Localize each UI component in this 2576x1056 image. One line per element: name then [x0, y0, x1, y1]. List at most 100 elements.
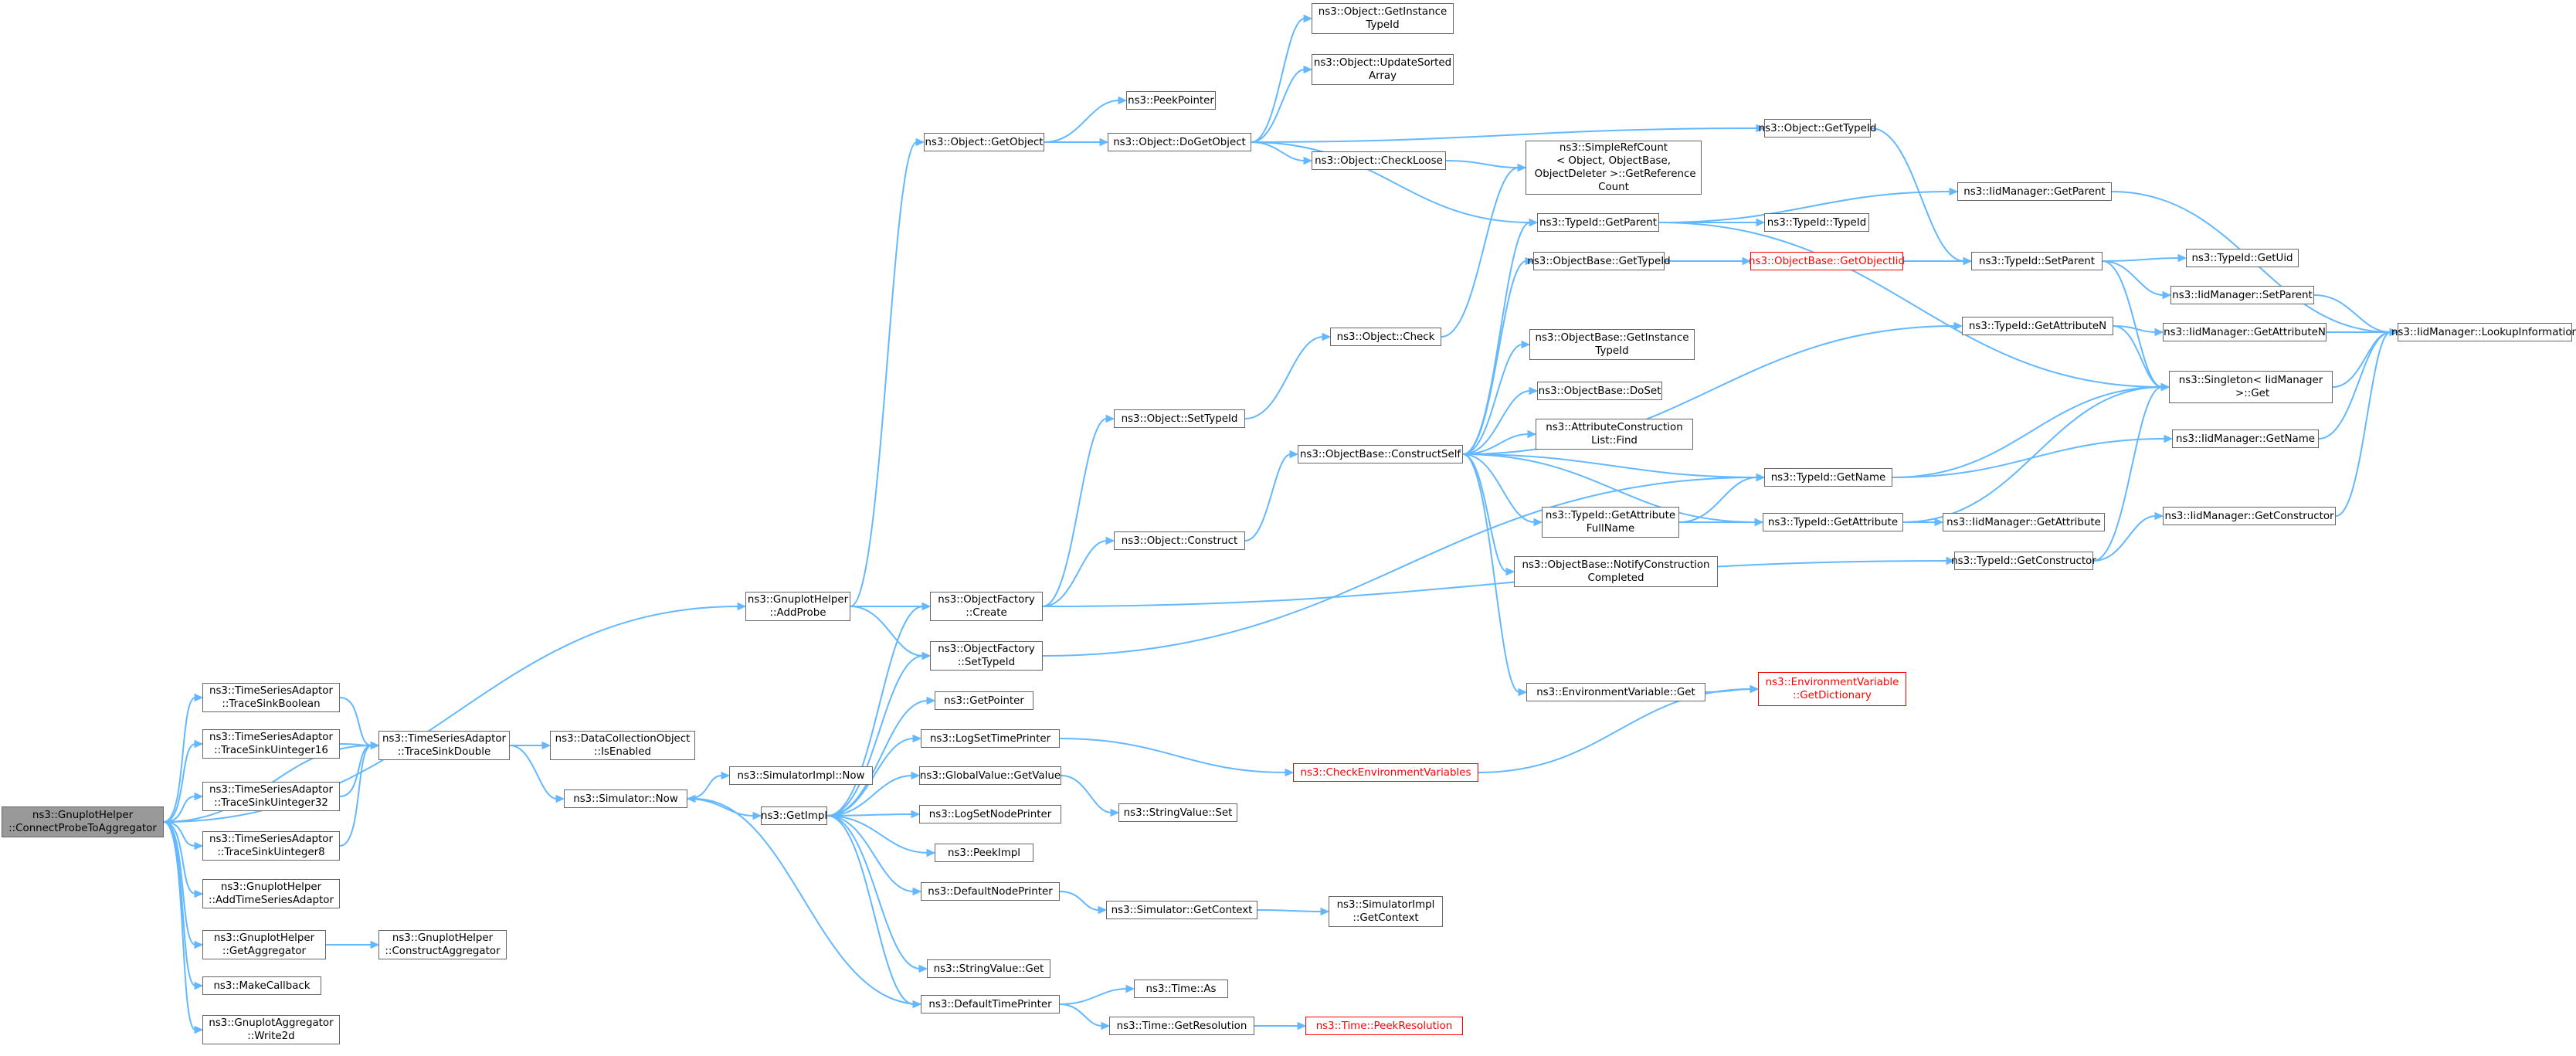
graph-node-tsa-u32[interactable]: ns3::TimeSeriesAdaptor ::TraceSinkUinteg…	[202, 782, 340, 811]
graph-node-add-probe[interactable]: ns3::GnuplotHelper ::AddProbe	[745, 592, 850, 621]
arrowhead-env-get	[1518, 688, 1528, 697]
graph-node-tid-set-parent[interactable]: ns3::TypeId::SetParent	[1971, 252, 2103, 270]
graph-node-tsa-u16[interactable]: ns3::TimeSeriesAdaptor ::TraceSinkUinteg…	[202, 729, 340, 759]
graph-node-gv-get-value[interactable]: ns3::GlobalValue::GetValue	[919, 766, 1061, 785]
graph-node-sim-impl-now[interactable]: ns3::SimulatorImpl::Now	[729, 766, 873, 785]
graph-node-ob-notify[interactable]: ns3::ObjectBase::NotifyConstruction Comp…	[1514, 556, 1718, 587]
edge-ob-construct-self-to-ob-get-inst-tid	[1462, 344, 1523, 455]
graph-node-log-set-time[interactable]: ns3::LogSetTimePrinter	[921, 729, 1060, 748]
graph-node-sv-get[interactable]: ns3::StringValue::Get	[927, 959, 1050, 978]
arrowhead-of-set-tid	[921, 651, 932, 660]
graph-node-sim-impl-get-context[interactable]: ns3::SimulatorImpl ::GetContext	[1329, 896, 1443, 927]
graph-node-def-time-printer[interactable]: ns3::DefaultTimePrinter	[921, 995, 1060, 1014]
arrowhead-tid-get-attr-full	[1533, 518, 1543, 527]
graph-node-def-node-printer[interactable]: ns3::DefaultNodePrinter	[921, 882, 1060, 901]
graph-node-tid-get-name[interactable]: ns3::TypeId::GetName	[1764, 468, 1892, 487]
graph-node-peek-pointer[interactable]: ns3::PeekPointer	[1126, 91, 1216, 110]
graph-node-ob-get-inst-tid[interactable]: ns3::ObjectBase::GetInstance TypeId	[1529, 329, 1695, 360]
graph-node-tid-get-parent[interactable]: ns3::TypeId::GetParent	[1537, 213, 1659, 232]
graph-node-time-as[interactable]: ns3::Time::As	[1134, 980, 1228, 998]
graph-node-tid-get-ctor[interactable]: ns3::TypeId::GetConstructor	[1951, 552, 2096, 570]
edge-tsa-bool-to-tsa-double	[339, 697, 372, 746]
graph-node-singleton[interactable]: ns3::Singleton< IidManager >::Get	[2169, 371, 2333, 403]
graph-node-tsa-u8[interactable]: ns3::TimeSeriesAdaptor ::TraceSinkUinteg…	[202, 831, 340, 861]
graph-node-get-impl[interactable]: ns3::GetImpl	[761, 806, 827, 825]
graph-node-tid-get-attr[interactable]: ns3::TypeId::GetAttribute	[1763, 513, 1903, 531]
graph-node-simple-ref[interactable]: ns3::SimpleRefCount < Object, ObjectBase…	[1526, 141, 1702, 195]
graph-node-iid-get-parent[interactable]: ns3::IidManager::GetParent	[1957, 182, 2112, 201]
graph-node-obj-get-type-id[interactable]: ns3::Object::GetTypeId	[1759, 119, 1876, 138]
graph-node-tid-get-attr-full[interactable]: ns3::TypeId::GetAttribute FullName	[1542, 507, 1679, 538]
graph-node-env-get[interactable]: ns3::EnvironmentVariable::Get	[1526, 683, 1705, 701]
graph-node-obj-construct[interactable]: ns3::Object::Construct	[1114, 531, 1245, 550]
arrowhead-log-set-node	[911, 810, 921, 819]
graph-node-upd-sorted[interactable]: ns3::Object::UpdateSorted Array	[1312, 54, 1454, 85]
graph-node-get-pointer[interactable]: ns3::GetPointer	[935, 691, 1033, 710]
graph-node-env-get-dict[interactable]: ns3::EnvironmentVariable ::GetDictionary	[1758, 672, 1906, 706]
graph-node-root[interactable]: ns3::GnuplotHelper ::ConnectProbeToAggre…	[2, 806, 164, 837]
graph-node-make-cb[interactable]: ns3::MakeCallback	[202, 976, 321, 995]
arrowhead-tid-get-attr-n	[1953, 321, 1963, 331]
graph-node-time-get-res[interactable]: ns3::Time::GetResolution	[1109, 1017, 1254, 1035]
graph-node-attr-find[interactable]: ns3::AttributeConstruction List::Find	[1536, 419, 1693, 450]
arrowhead-get-inst-tid	[1303, 14, 1313, 23]
graph-node-log-set-node[interactable]: ns3::LogSetNodePrinter	[919, 805, 1061, 823]
edge-root-to-write2d	[163, 821, 196, 1031]
edge-def-time-printer-to-time-get-res	[1059, 1003, 1103, 1027]
arrowhead-get-pointer	[926, 696, 936, 705]
graph-node-iid-set-parent[interactable]: ns3::IidManager::SetParent	[2170, 286, 2314, 304]
graph-node-get-inst-tid[interactable]: ns3::Object::GetInstance TypeId	[1312, 3, 1454, 34]
graph-node-iid-get-attr[interactable]: ns3::IidManager::GetAttribute	[1943, 513, 2105, 531]
graph-node-iid-get-ctor[interactable]: ns3::IidManager::GetConstructor	[2163, 507, 2336, 525]
edge-tid-get-name-to-iid-get-name	[1892, 438, 2166, 478]
edge-do-get-object-to-obj-get-type-id	[1251, 127, 1758, 143]
graph-node-obj-get-object[interactable]: ns3::Object::GetObject	[924, 133, 1044, 151]
graph-node-iid-get-name[interactable]: ns3::IidManager::GetName	[2172, 430, 2319, 448]
graph-node-ob-do-set[interactable]: ns3::ObjectBase::DoSet	[1537, 382, 1662, 400]
edge-get-impl-to-of-set-tid	[826, 655, 924, 817]
edge-do-get-object-to-upd-sorted	[1251, 69, 1305, 143]
graph-node-sim-now[interactable]: ns3::Simulator::Now	[564, 789, 687, 808]
arrowhead-dco-enabled	[541, 741, 552, 750]
graph-node-ob-construct-self[interactable]: ns3::ObjectBase::ConstructSelf	[1298, 445, 1463, 463]
graph-node-sv-set[interactable]: ns3::StringValue::Set	[1118, 803, 1237, 822]
edge-ob-construct-self-to-ob-get-type-id	[1462, 260, 1527, 455]
edge-of-create-to-tid-get-ctor	[1042, 560, 1948, 607]
edge-tid-get-ctor-to-iid-get-ctor	[2092, 515, 2157, 562]
graph-node-construct-agg[interactable]: ns3::GnuplotHelper ::ConstructAggregator	[378, 930, 507, 959]
graph-node-obj-set-type-id[interactable]: ns3::Object::SetTypeId	[1114, 409, 1245, 428]
graph-node-tid-get-attr-n[interactable]: ns3::TypeId::GetAttributeN	[1962, 317, 2113, 335]
graph-node-obj-check[interactable]: ns3::Object::Check	[1330, 328, 1441, 346]
arrowhead-tid-get-attr	[1754, 518, 1764, 527]
edge-def-time-printer-to-time-as	[1059, 988, 1128, 1005]
edge-root-to-tsa-u32	[163, 796, 196, 823]
graph-node-ob-get-obj-iid[interactable]: ns3::ObjectBase::GetObjectIid	[1749, 252, 1905, 270]
graph-node-check-env[interactable]: ns3::CheckEnvironmentVariables	[1293, 763, 1478, 782]
arrowhead-attr-find	[1527, 430, 1537, 439]
edge-ob-construct-self-to-env-get	[1462, 453, 1520, 693]
edge-of-create-to-obj-set-type-id	[1042, 418, 1108, 607]
graph-node-ob-get-type-id[interactable]: ns3::ObjectBase::GetTypeId	[1527, 252, 1671, 270]
edge-sim-now-to-sim-impl-now	[687, 775, 723, 800]
arrowhead-gv-get-value	[911, 771, 921, 780]
graph-node-write2d[interactable]: ns3::GnuplotAggregator ::Write2d	[202, 1015, 340, 1044]
graph-node-of-create[interactable]: ns3::ObjectFactory ::Create	[930, 592, 1043, 621]
graph-node-time-peek-res[interactable]: ns3::Time::PeekResolution	[1305, 1017, 1463, 1035]
graph-node-of-set-tid[interactable]: ns3::ObjectFactory ::SetTypeId	[930, 641, 1043, 671]
graph-node-peek-impl[interactable]: ns3::PeekImpl	[935, 844, 1033, 862]
graph-node-get-agg[interactable]: ns3::GnuplotHelper ::GetAggregator	[202, 930, 326, 959]
graph-node-check-loose[interactable]: ns3::Object::CheckLoose	[1312, 151, 1446, 170]
graph-node-sim-get-context[interactable]: ns3::Simulator::GetContext	[1106, 901, 1257, 919]
graph-node-dco-enabled[interactable]: ns3::DataCollectionObject ::IsEnabled	[550, 731, 695, 760]
graph-node-tid-get-uid[interactable]: ns3::TypeId::GetUid	[2186, 249, 2299, 267]
arrowhead-obj-set-type-id	[1105, 414, 1115, 423]
graph-node-iid-lookup[interactable]: ns3::IidManager::LookupInformation	[2391, 323, 2576, 341]
graph-node-tsa-bool[interactable]: ns3::TimeSeriesAdaptor ::TraceSinkBoolea…	[202, 683, 340, 712]
graph-node-iid-get-attr-n[interactable]: ns3::IidManager::GetAttributeN	[2163, 323, 2327, 341]
graph-node-add-tsa[interactable]: ns3::GnuplotHelper ::AddTimeSeriesAdapto…	[202, 879, 340, 908]
graph-node-do-get-object[interactable]: ns3::Object::DoGetObject	[1108, 133, 1251, 151]
edge-get-impl-to-def-node-printer	[826, 815, 915, 892]
graph-node-tid-type-id[interactable]: ns3::TypeId::TypeId	[1764, 213, 1869, 232]
edge-def-node-printer-to-sim-get-context	[1059, 891, 1100, 911]
graph-node-tsa-double[interactable]: ns3::TimeSeriesAdaptor ::TraceSinkDouble	[378, 731, 510, 760]
